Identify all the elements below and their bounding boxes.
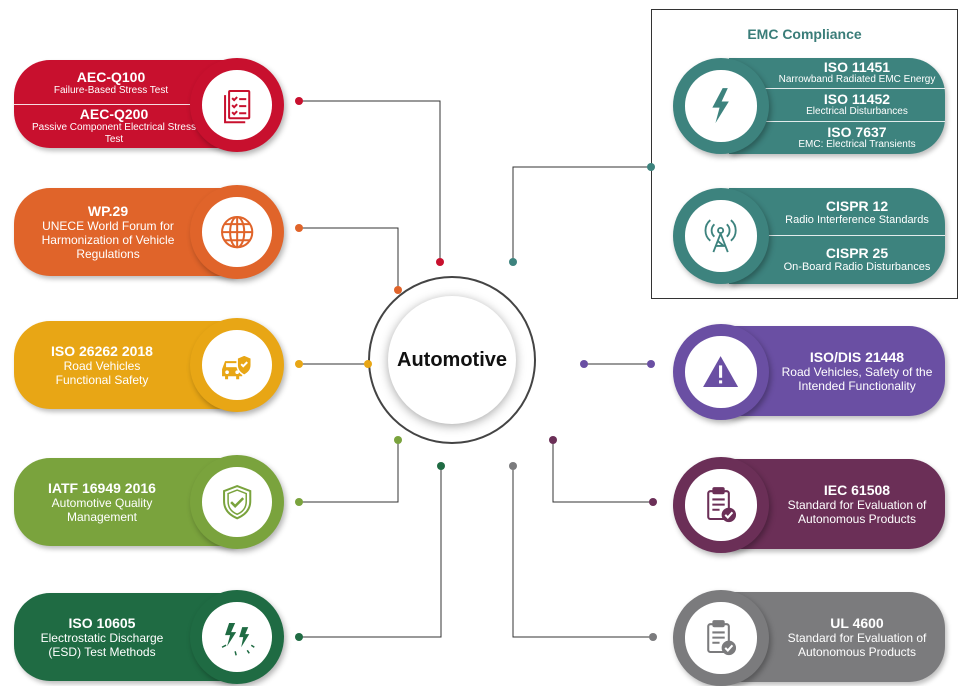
hub-label: Automotive (397, 348, 507, 371)
iso10605-subtitle: Electrostatic Discharge (ESD) Test Metho… (40, 631, 164, 659)
iso11452-title: ISO 11452 (823, 91, 891, 107)
card-iso26262: ISO 26262 2018 Road Vehicles Functional … (14, 318, 284, 412)
wp29-title: WP.29 (87, 203, 129, 219)
connector-dot (549, 436, 557, 444)
iso26262-subtitle: Road Vehicles Functional Safety (55, 359, 149, 387)
iso10605-title: ISO 10605 (68, 615, 136, 631)
card-ul: UL 4600 Standard for Evaluation of Auton… (673, 590, 945, 686)
automotive-hub: Automotive (368, 276, 536, 444)
connector-dot (295, 633, 303, 641)
shield-check-icon (222, 484, 252, 520)
card-iec: IEC 61508 Standard for Evaluation of Aut… (673, 457, 945, 553)
aec-q100-title: AEC-Q100 (76, 69, 146, 85)
wp29-subtitle: UNECE World Forum for Harmonization of V… (41, 219, 175, 261)
connector-dot (364, 360, 372, 368)
emc-divider-2 (759, 121, 945, 122)
card-iatf: IATF 16949 2016 Automotive Quality Manag… (14, 455, 284, 549)
card-emc-cispr-pill: CISPR 12 Radio Interference Standards CI… (729, 188, 945, 284)
card-aec: AEC-Q100 Failure-Based Stress Test AEC-Q… (14, 58, 284, 152)
card-sotif-pill: ISO/DIS 21448 Road Vehicles, Safety of t… (729, 326, 945, 416)
emc-divider-3 (759, 235, 945, 236)
connector-dot (394, 436, 402, 444)
connector-dot (649, 498, 657, 506)
connector-dot (647, 360, 655, 368)
warning-icon (703, 356, 739, 388)
iso7637-subtitle: EMC: Electrical Transients (798, 139, 916, 150)
sotif-subtitle: Road Vehicles, Safety of the Intended Fu… (781, 365, 933, 393)
connector-dot (295, 360, 303, 368)
card-iso10605-badge (190, 590, 284, 684)
automotive-hub-inner: Automotive (388, 296, 516, 424)
connector-dot (649, 633, 657, 641)
connector-dot (295, 97, 303, 105)
card-iec-pill: IEC 61508 Standard for Evaluation of Aut… (729, 459, 945, 549)
card-sotif: ISO/DIS 21448 Road Vehicles, Safety of t… (673, 324, 945, 420)
emc-compliance-box (651, 9, 958, 299)
card-wp29-badge (190, 185, 284, 279)
connector-dot (295, 224, 303, 232)
connector-dot (295, 498, 303, 506)
card-iatf-badge (190, 455, 284, 549)
iec-subtitle: Standard for Evaluation of Autonomous Pr… (787, 498, 927, 526)
lightning-bolt-icon (712, 88, 730, 124)
iatf-title: IATF 16949 2016 (48, 480, 156, 496)
ul-title: UL 4600 (830, 615, 884, 631)
iso11451-subtitle: Narrowband Radiated EMC Energy (778, 74, 936, 85)
sotif-title: ISO/DIS 21448 (809, 349, 905, 365)
card-emc-cispr-badge (673, 188, 769, 284)
card-emc-iso-pill: ISO 11451 Narrowband Radiated EMC Energy… (729, 58, 945, 154)
electrostatic-discharge-icon (221, 622, 255, 656)
clipboard-check-icon (707, 620, 737, 656)
cispr25-title: CISPR 25 (825, 245, 889, 261)
card-iso10605: ISO 10605 Electrostatic Discharge (ESD) … (14, 590, 284, 684)
card-iec-badge (673, 457, 769, 553)
card-emc-iso-badge (673, 58, 769, 154)
aec-divider (14, 104, 194, 105)
checklist-document-icon (223, 89, 251, 124)
iso7637-title: ISO 7637 (827, 124, 887, 140)
ul-subtitle: Standard for Evaluation of Autonomous Pr… (787, 631, 927, 659)
clipboard-check-icon (707, 487, 737, 523)
card-iso26262-badge (190, 318, 284, 412)
connector-dot (436, 258, 444, 266)
connector-dot (509, 258, 517, 266)
card-emc-iso: ISO 11451 Narrowband Radiated EMC Energy… (673, 58, 945, 154)
card-aec-badge (190, 58, 284, 152)
connector-dot (647, 163, 655, 171)
emc-compliance-title: EMC Compliance (747, 26, 862, 42)
connector-dot (580, 360, 588, 368)
radio-antenna-icon (704, 219, 738, 253)
car-shield-icon (221, 354, 252, 380)
cispr25-subtitle: On-Board Radio Disturbances (783, 261, 931, 273)
card-emc-cispr: CISPR 12 Radio Interference Standards CI… (673, 188, 945, 284)
card-iso26262-pill: ISO 26262 2018 Road Vehicles Functional … (14, 321, 234, 409)
cispr12-title: CISPR 12 (825, 198, 889, 214)
cispr12-subtitle: Radio Interference Standards (785, 214, 929, 226)
emc-divider-1 (759, 88, 945, 89)
iso11452-subtitle: Electrical Disturbances (806, 106, 908, 117)
iso26262-title: ISO 26262 2018 (51, 343, 153, 359)
card-ul-badge (673, 590, 769, 686)
aec-q200-subtitle: Passive Component Electrical Stress Test (32, 122, 196, 145)
aec-q200-title: AEC-Q200 (79, 106, 149, 122)
globe-icon (220, 215, 254, 249)
iec-title: IEC 61508 (823, 482, 891, 498)
iso11451-title: ISO 11451 (823, 59, 891, 75)
iatf-subtitle: Automotive Quality Management (51, 496, 153, 524)
card-wp29: WP.29 UNECE World Forum for Harmonizatio… (14, 185, 284, 279)
aec-q100-subtitle: Failure-Based Stress Test (53, 85, 169, 96)
card-sotif-badge (673, 324, 769, 420)
connector-dot (437, 462, 445, 470)
connector-dot (509, 462, 517, 470)
connector-dot (394, 286, 402, 294)
